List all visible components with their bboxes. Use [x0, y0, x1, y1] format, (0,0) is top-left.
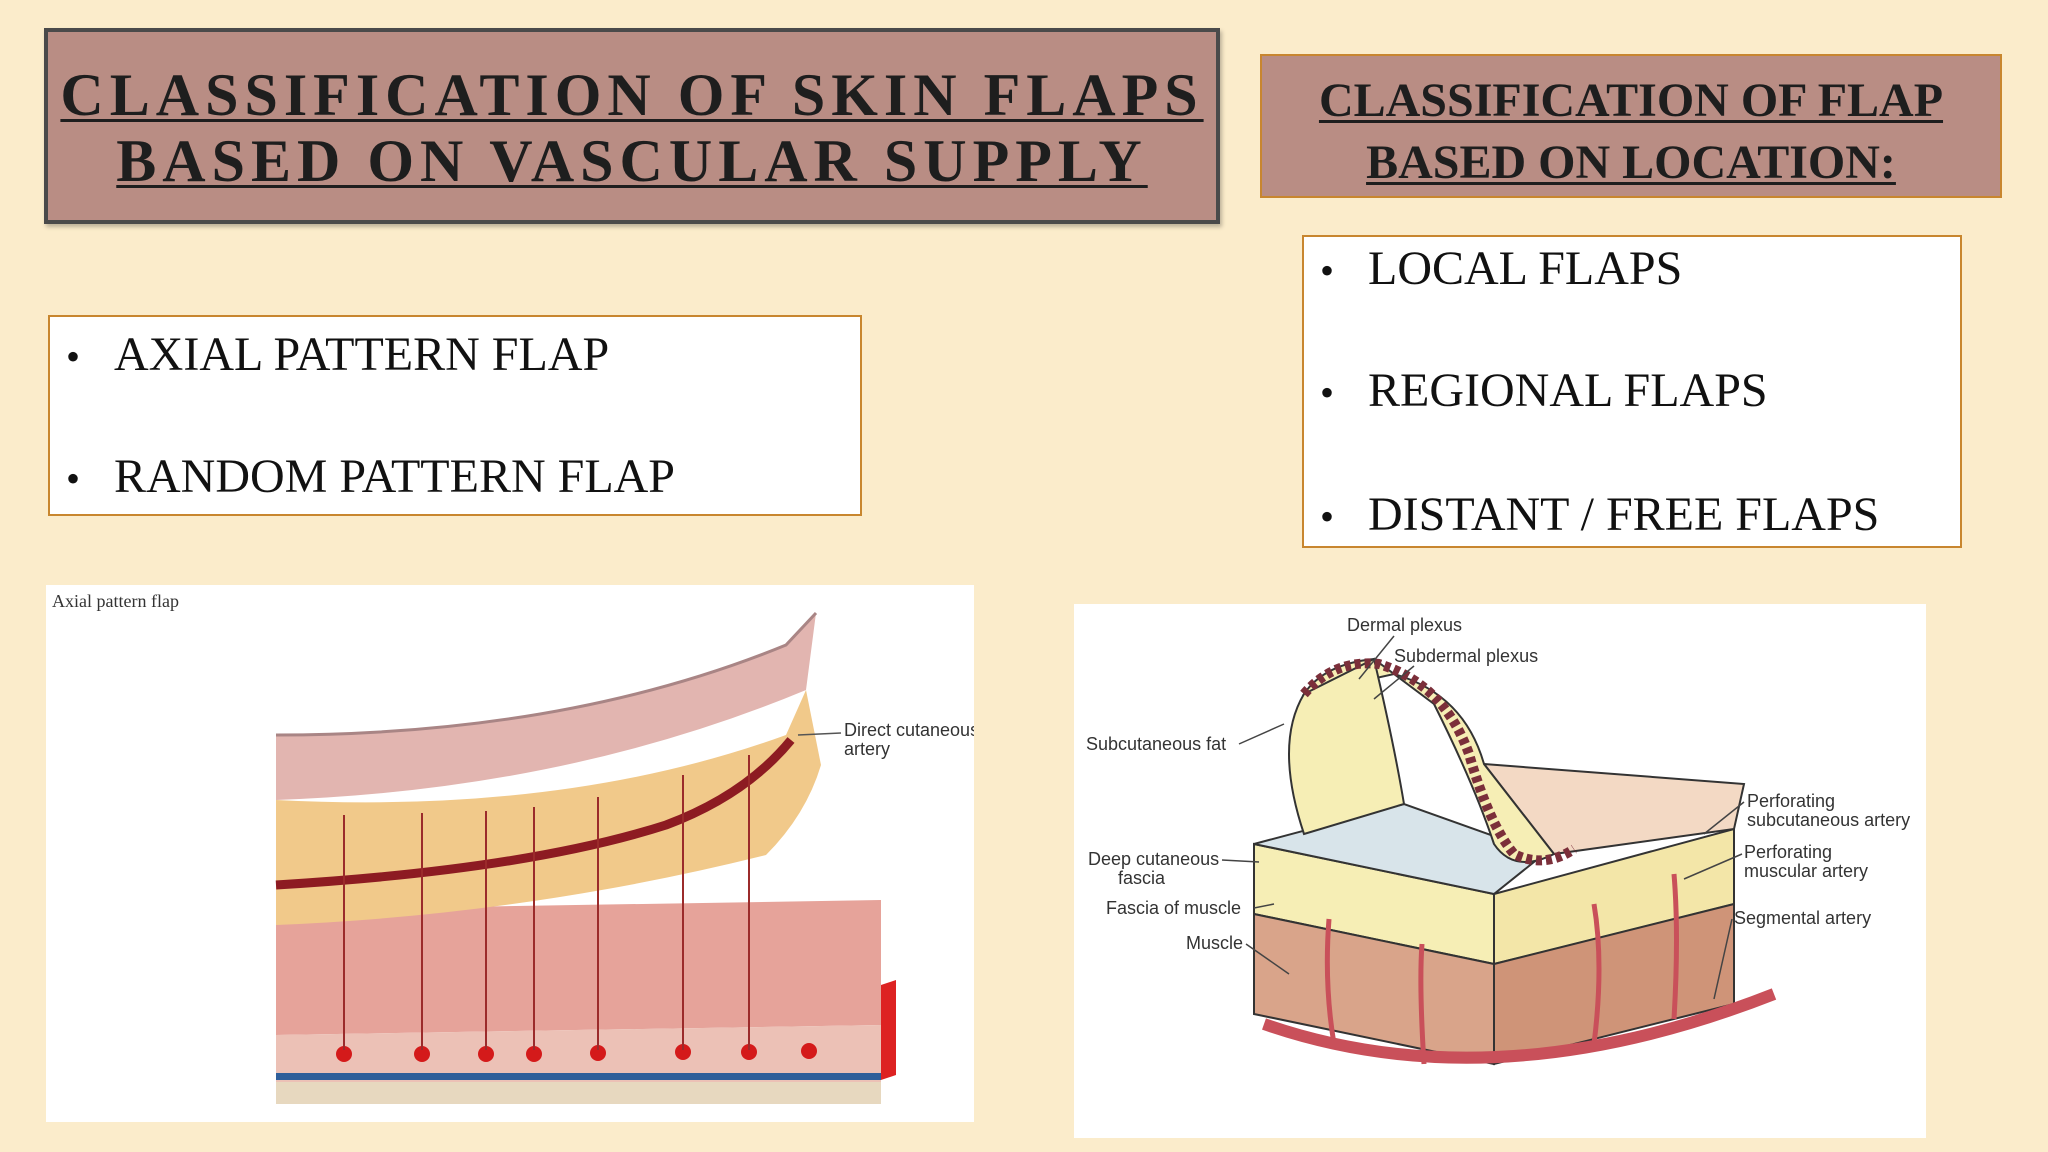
list-item: • LOCAL FLAPS	[1320, 241, 1682, 296]
flap-fat-layer	[276, 690, 821, 925]
vascular-supply-list: • AXIAL PATTERN FLAP • RANDOM PATTERN FLAP	[48, 315, 862, 516]
list-item-text: LOCAL FLAPS	[1368, 242, 1683, 295]
lower-skin-block	[276, 900, 881, 1035]
label-segmental-artery: Segmental artery	[1734, 908, 1871, 928]
vascular-supply-title: CLASSIFICATION OF SKIN FLAPS BASED ON VA…	[44, 28, 1220, 224]
label-perforating-muscular-2: muscular artery	[1744, 861, 1868, 881]
rolled-flap-inner	[1288, 657, 1406, 836]
list-item-text: AXIAL PATTERN FLAP	[114, 328, 610, 381]
label-deep-cutaneous-2: fascia	[1118, 868, 1166, 888]
list-item-text: REGIONAL FLAPS	[1368, 364, 1768, 417]
location-title-line2: BASED ON LOCATION:	[1366, 136, 1896, 189]
label-deep-cutaneous-1: Deep cutaneous	[1088, 849, 1219, 869]
perforating-vessels	[1324, 873, 1679, 1065]
skin-labels: Dermal plexus Subdermal plexus Subcutane…	[1086, 615, 1910, 953]
list-item: • RANDOM PATTERN FLAP	[66, 449, 675, 504]
flap-capillaries	[343, 755, 750, 1050]
label-perforating-subcutaneous-2: subcutaneous artery	[1747, 810, 1910, 830]
vascular-supply-title-line1: CLASSIFICATION OF SKIN FLAPS	[60, 62, 1204, 128]
bullet-icon: •	[66, 456, 81, 501]
label-subdermal-plexus: Subdermal plexus	[1394, 646, 1538, 666]
axial-flap-caption: Axial pattern flap	[52, 591, 179, 611]
label-subcutaneous-fat: Subcutaneous fat	[1086, 734, 1226, 754]
location-title: CLASSIFICATION OF FLAP BASED ON LOCATION…	[1260, 54, 2002, 198]
skin-layers-drawing: Dermal plexus Subdermal plexus Subcutane…	[1086, 615, 1910, 1066]
axial-flap-drawing: Axial pattern flap Direct cutaneous arte…	[52, 591, 974, 1104]
artery-label-line1: Direct cutaneous	[844, 720, 974, 740]
skin-layers-illustration: Dermal plexus Subdermal plexus Subcutane…	[1074, 604, 1926, 1138]
flap-skin-layer	[276, 613, 816, 800]
bullet-icon: •	[1320, 370, 1335, 415]
axial-flap-illustration: Axial pattern flap Direct cutaneous arte…	[46, 585, 974, 1122]
label-fascia-of-muscle: Fascia of muscle	[1106, 898, 1241, 918]
cut-artery-edge	[881, 980, 896, 1080]
bullet-icon: •	[1320, 248, 1335, 293]
label-dermal-plexus: Dermal plexus	[1347, 615, 1462, 635]
lower-dermis	[276, 1025, 881, 1100]
vascular-supply-title-line2: BASED ON VASCULAR SUPPLY	[116, 128, 1148, 194]
dermal-plexus-band	[1300, 658, 1577, 866]
bullet-icon: •	[1320, 494, 1335, 539]
fascia-line	[276, 1073, 881, 1080]
vessel-dots	[336, 1043, 817, 1062]
artery-label-leader	[797, 732, 842, 736]
list-item-text: RANDOM PATTERN FLAP	[114, 450, 675, 503]
label-muscle: Muscle	[1186, 933, 1243, 953]
flap-skin-edge	[275, 611, 818, 737]
bone-layer	[276, 1082, 881, 1104]
list-item: • AXIAL PATTERN FLAP	[66, 327, 609, 382]
label-perforating-subcutaneous-1: Perforating	[1747, 791, 1835, 811]
list-item: • DISTANT / FREE FLAPS	[1320, 487, 1879, 542]
artery-label-line2: artery	[844, 739, 890, 759]
label-perforating-muscular-1: Perforating	[1744, 842, 1832, 862]
label-leaders	[1221, 635, 1745, 1000]
location-title-line1: CLASSIFICATION OF FLAP	[1318, 74, 1944, 127]
list-item-text: DISTANT / FREE FLAPS	[1368, 488, 1880, 541]
bullet-icon: •	[66, 334, 81, 379]
segmental-artery	[1262, 988, 1777, 1064]
list-item: • REGIONAL FLAPS	[1320, 363, 1768, 418]
location-list: • LOCAL FLAPS • REGIONAL FLAPS • DISTANT / …	[1302, 235, 1962, 548]
